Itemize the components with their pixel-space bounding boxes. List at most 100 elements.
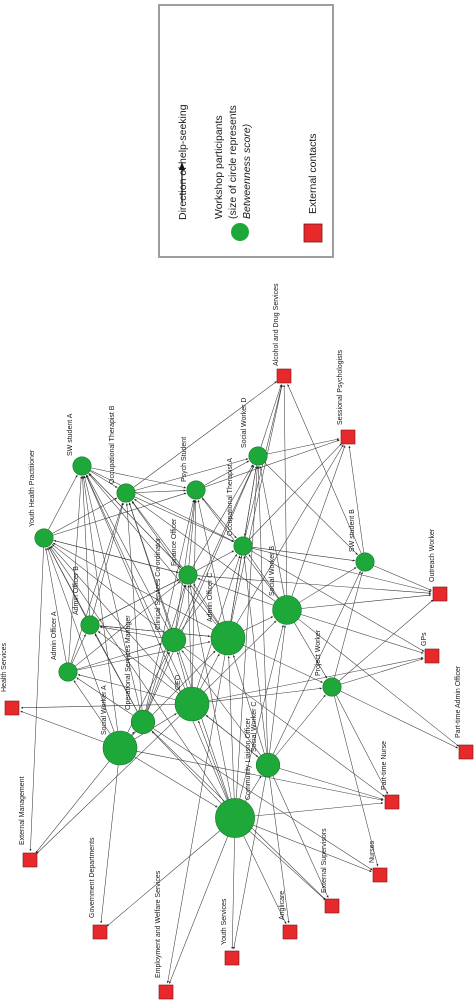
legend: Direction of help-seeking Workshop parti… (177, 104, 323, 243)
participant-node (215, 798, 255, 838)
participant-node (116, 483, 136, 503)
participant-label: CEO (175, 674, 182, 690)
help-seeking-edge (264, 462, 358, 556)
label-layer: Community Liaison Officer Social Worker A… (1, 283, 462, 978)
participant-node (130, 709, 156, 735)
external-contact-node (92, 924, 108, 940)
help-seeking-edge (253, 824, 372, 872)
help-seeking-edge (131, 501, 219, 625)
help-seeking-edge (68, 476, 83, 663)
help-seeking-edge (71, 634, 86, 664)
participant-label: Social Worker A (101, 685, 108, 735)
help-seeking-edge (250, 550, 425, 652)
help-seeking-edge (47, 547, 115, 733)
help-seeking-edge (243, 835, 287, 925)
external-contact-label: Government Departments (89, 837, 96, 918)
help-seeking-edge (231, 384, 283, 622)
help-seeking-edge (340, 690, 459, 749)
help-seeking-edge (275, 694, 326, 757)
help-seeking-edge (99, 625, 211, 638)
participant-node (174, 686, 210, 722)
participant-node (322, 677, 342, 697)
help-seeking-edge (169, 836, 229, 984)
help-seeking-edge (188, 500, 196, 566)
help-seeking-edge (177, 652, 188, 688)
help-seeking-edge (52, 540, 179, 573)
external-contact-label: Nurses (369, 840, 376, 863)
external-contact-label: Youth Services (221, 898, 228, 945)
participant-node (34, 528, 54, 548)
help-seeking-edge (233, 655, 265, 754)
help-seeking-edge (90, 467, 187, 489)
participant-label: Finance Officer (171, 518, 178, 566)
help-seeking-edge (259, 465, 285, 596)
help-seeking-edge (203, 620, 277, 693)
help-seeking-edge (70, 502, 124, 664)
external-contact-node (424, 648, 440, 664)
participant-node (233, 536, 253, 556)
legend-participants-note-1: (size of circle represents (227, 105, 239, 219)
external-contact-label: Outreach Worker (429, 528, 436, 582)
help-seeking-edge (86, 474, 169, 630)
help-seeking-edge (300, 614, 424, 654)
participant-node (72, 456, 92, 476)
help-seeking-edge (279, 768, 384, 800)
help-seeking-edge (20, 710, 105, 743)
help-seeking-edge (257, 466, 268, 754)
help-seeking-edge (99, 626, 163, 639)
participant-label: Community Liaison Officer (245, 717, 252, 800)
help-seeking-edge (205, 715, 259, 758)
participant-label: Occupational Therapist B (109, 405, 116, 484)
participant-label: Admin Officer A (51, 611, 58, 660)
help-seeking-edge (146, 651, 170, 712)
help-seeking-edge (134, 756, 218, 808)
external-contact-label: Part-time Nurse (381, 741, 388, 790)
help-seeking-edge (272, 571, 361, 755)
help-seeking-edge (272, 775, 329, 898)
help-seeking-edge (128, 502, 230, 800)
help-seeking-edge (266, 438, 340, 455)
participant-node (255, 752, 281, 778)
legend-external-square (303, 223, 323, 243)
help-seeking-edge (208, 687, 322, 703)
help-seeking-edge (243, 465, 257, 536)
external-contact-node (22, 852, 38, 868)
help-seeking-edge (348, 445, 365, 553)
help-seeking-edge (291, 445, 346, 597)
external-contact-node (4, 700, 20, 716)
help-seeking-edge (178, 465, 255, 630)
help-seeking-edge (145, 499, 195, 711)
help-seeking-edge (301, 594, 432, 609)
help-seeking-edge (294, 622, 328, 679)
help-seeking-edge (203, 460, 250, 486)
participant-node (178, 565, 198, 585)
participant-node (58, 662, 78, 682)
external-contact-label: External Management (19, 776, 26, 845)
external-contact-label: Alcohol and Drug Services (273, 283, 280, 366)
help-seeking-edge (269, 776, 290, 924)
help-seeking-edge (197, 578, 274, 606)
help-seeking-edge (183, 646, 385, 797)
participant-node (272, 595, 302, 625)
help-seeking-edge (232, 776, 267, 950)
help-seeking-edge (196, 550, 235, 571)
help-seeking-edge (340, 658, 424, 685)
help-seeking-edge (49, 546, 225, 802)
participant-label: Occupational Therapist A (227, 458, 234, 536)
external-contact-label: External Supervisors (321, 828, 328, 893)
help-seeking-edge (189, 584, 232, 799)
participant-label: Operational Services Manager (125, 615, 132, 710)
help-seeking-edge (134, 496, 234, 543)
help-seeking-edge (248, 554, 280, 599)
external-contact-node (158, 984, 174, 1000)
help-seeking-edge (180, 554, 238, 631)
help-seeking-edge (51, 544, 165, 633)
help-seeking-edge (74, 581, 181, 667)
help-seeking-edge (134, 458, 249, 491)
help-seeking-edge (230, 556, 243, 622)
external-contact-node (372, 867, 388, 883)
participant-label: SW student A (67, 413, 74, 456)
help-seeking-edge (151, 731, 222, 805)
help-seeking-edge (136, 751, 384, 801)
